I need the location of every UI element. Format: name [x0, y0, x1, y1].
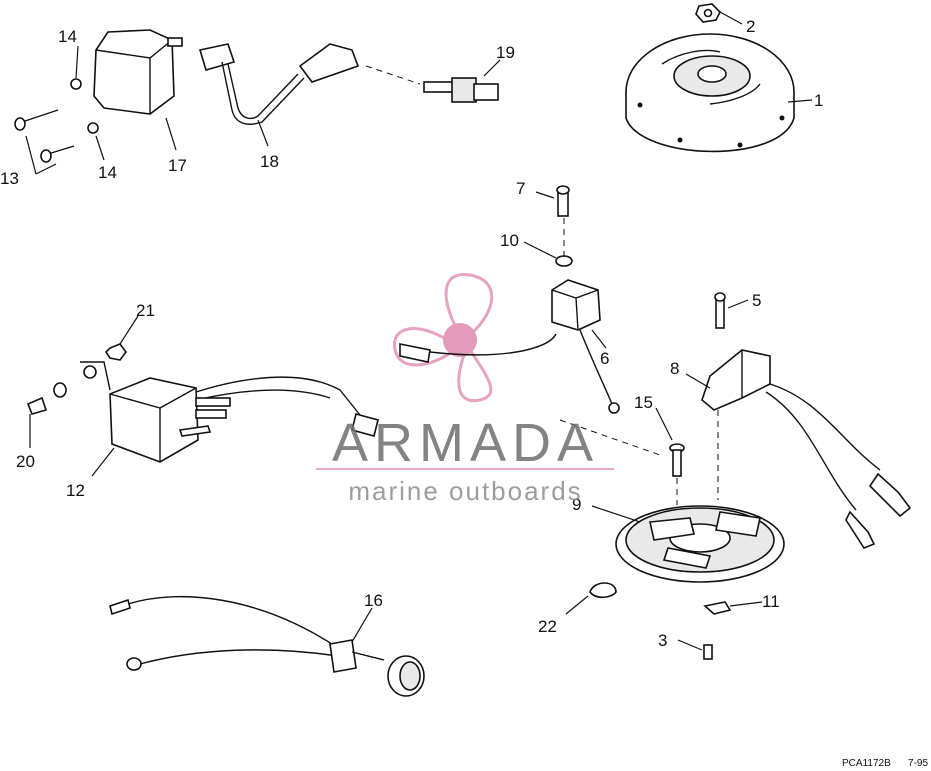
- spark-plug: [365, 65, 499, 103]
- callout-1: 1: [814, 91, 823, 110]
- callout-18: 18: [260, 152, 279, 171]
- callout-16: 16: [364, 591, 383, 610]
- power-pack: [80, 361, 379, 463]
- charge-coil: [399, 279, 620, 414]
- drawing-code: PCA1172B: [842, 758, 891, 769]
- callout-21: 21: [136, 301, 155, 320]
- callout-12: 12: [66, 481, 85, 500]
- callout-19: 19: [496, 43, 515, 62]
- callout-3: 3: [658, 631, 667, 650]
- callout-17: 17: [168, 156, 187, 175]
- callout-20: 20: [16, 452, 35, 471]
- spark-plug-lead: [198, 43, 360, 125]
- wiring-harness: [109, 595, 425, 697]
- callout-5: 5: [752, 291, 761, 310]
- stator-plate: [559, 419, 785, 583]
- ignition-coil: [93, 29, 183, 115]
- callout-14b: 14: [98, 163, 117, 182]
- callout-numbers: 1 2 3 5 6 7 8 9 10 11 12 13 14 14 15 16 …: [0, 17, 823, 650]
- watermark-brand: ARMADA: [331, 413, 600, 473]
- small-hardware: [589, 582, 732, 660]
- callout-9: 9: [572, 495, 581, 514]
- callout-10: 10: [500, 231, 519, 250]
- watermark-divider: [316, 468, 614, 470]
- coil-screws: [14, 78, 99, 163]
- callout-14a: 14: [58, 27, 77, 46]
- drawing-date: 7-95: [908, 758, 929, 769]
- callout-7: 7: [516, 179, 525, 198]
- callout-13: 13: [0, 169, 19, 188]
- flywheel: [625, 33, 795, 153]
- callout-6: 6: [600, 349, 609, 368]
- watermark-tagline: marine outboards: [348, 476, 583, 506]
- callout-11: 11: [762, 592, 780, 611]
- leader-lines: [25, 11, 813, 651]
- callout-8: 8: [670, 359, 679, 378]
- callout-2: 2: [746, 17, 755, 36]
- callout-22: 22: [538, 617, 557, 636]
- callout-15: 15: [634, 393, 653, 412]
- timer-base-sensor: [701, 292, 912, 549]
- flywheel-nut: [695, 3, 721, 23]
- sensor-screw-washer: [555, 185, 573, 267]
- plate-screw: [669, 443, 685, 505]
